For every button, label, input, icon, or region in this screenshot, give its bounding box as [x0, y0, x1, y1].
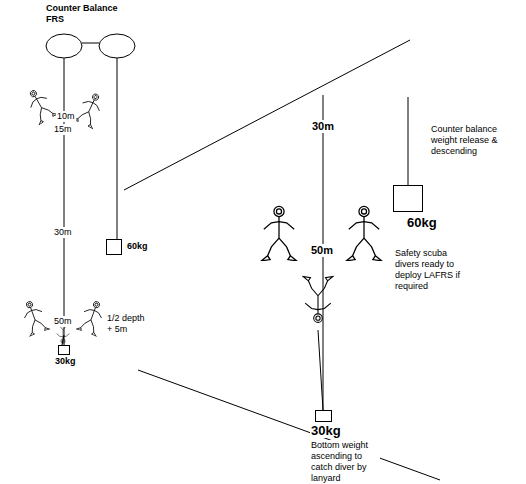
- annotation-label: Counter Balance FRS: [45, 3, 127, 25]
- weight-outline: [315, 410, 332, 422]
- annotation-label: Safety scuba divers ready to deploy LAFR…: [394, 248, 470, 292]
- weight-outline: [393, 185, 423, 212]
- annotation-label: 50m: [310, 244, 334, 257]
- weight-box: 60kg: [393, 185, 438, 230]
- weight-label: 60kg: [126, 241, 149, 252]
- weight-box: 30kg: [54, 345, 77, 367]
- annotation-label: Bottom weight ascending to catch diver b…: [310, 440, 380, 484]
- weight-label: 30kg: [310, 423, 342, 438]
- annotation-label: 10m: [56, 111, 76, 122]
- weight-label: 60kg: [406, 215, 438, 230]
- annotation-label: 30m: [53, 227, 73, 238]
- annotation-label: Counter balance weight release & descend…: [430, 124, 514, 157]
- annotation-label: 1/2 depth + 5m: [106, 313, 152, 335]
- weight-label: 30kg: [54, 356, 77, 367]
- annotation-label: 50m: [53, 316, 73, 327]
- annotation-label: 15m: [53, 124, 73, 135]
- weight-outline: [58, 345, 70, 355]
- annotation-label: 30m: [311, 120, 335, 133]
- weight-outline: [106, 239, 122, 255]
- weight-box: 30kg: [310, 410, 342, 438]
- weight-box: 60kg: [106, 239, 149, 255]
